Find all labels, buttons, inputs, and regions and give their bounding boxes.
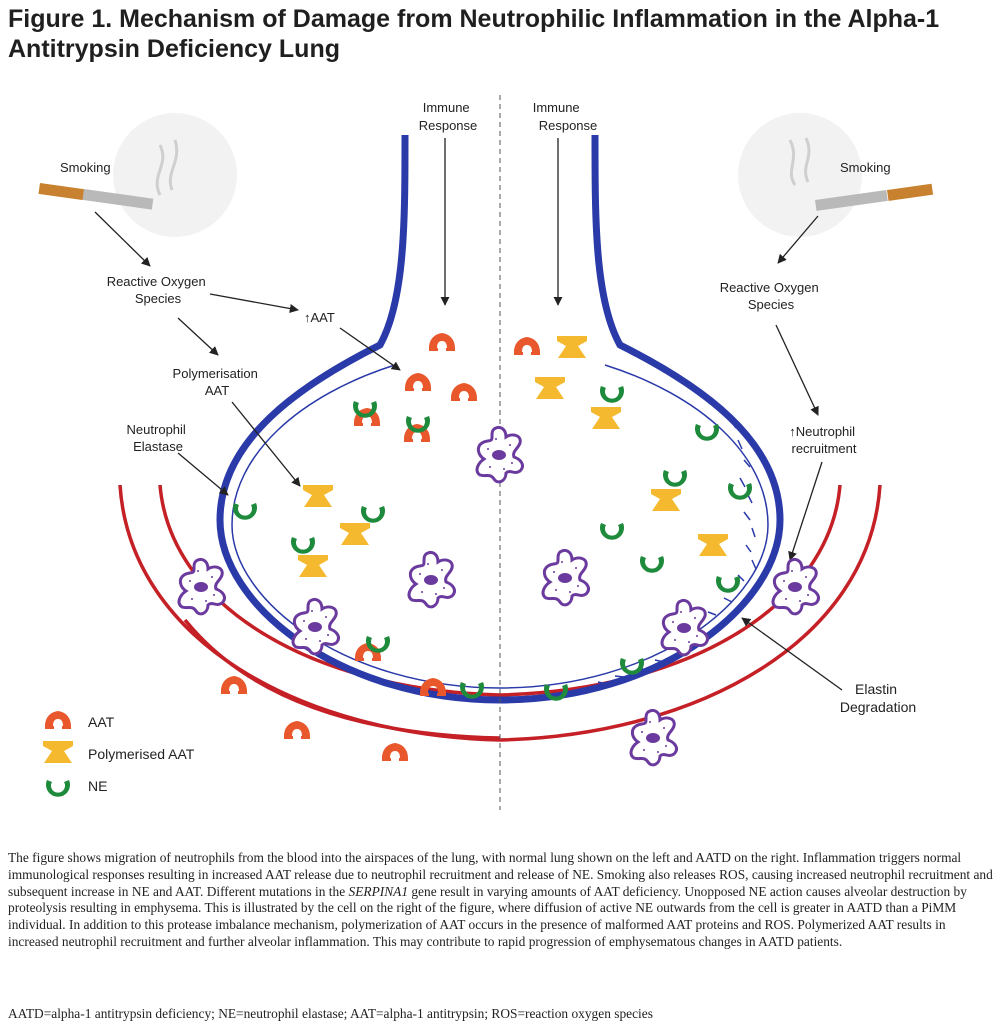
- aat-molecule: [284, 721, 310, 739]
- polymerised-aat: [591, 407, 621, 429]
- figure-title: Figure 1. Mechanism of Damage from Neutr…: [8, 5, 940, 63]
- ne-molecule: [291, 537, 315, 554]
- neutrophil: [407, 550, 456, 609]
- polymerised-aat: [298, 555, 328, 577]
- gene-name: SERPINA1: [348, 883, 409, 899]
- polymerised-aat: [557, 336, 587, 358]
- smoking-left-label: Smoking: [60, 160, 111, 175]
- ne-molecule: [716, 576, 740, 593]
- ne-molecule: [695, 424, 719, 441]
- aat-molecule: [405, 373, 431, 391]
- neutrophil: [177, 557, 226, 616]
- aat-molecule: [221, 676, 247, 694]
- polymerised-aat: [651, 489, 681, 511]
- immune-response-right-label: Immune Response: [533, 100, 598, 133]
- aat-molecule: [451, 383, 477, 401]
- polymerised-aat: [303, 485, 333, 507]
- smoking-right-label: Smoking: [840, 160, 891, 175]
- ne-icon: [46, 780, 70, 797]
- neutrophil: [291, 597, 340, 656]
- ne-molecule: [663, 470, 687, 487]
- elastin-degradation-label: Elastin Degradation: [840, 681, 916, 715]
- legend: AAT Polymerised AAT NE: [43, 711, 195, 797]
- neutrophils: [177, 425, 820, 767]
- neutrophil: [771, 557, 820, 616]
- ne-molecule: [600, 523, 624, 540]
- neutrophil-elastase-label: Neutrophil Elastase: [127, 422, 190, 454]
- aat-molecule: [429, 333, 455, 351]
- polymerisation-label: Polymerisation AAT: [173, 366, 262, 398]
- ne-molecule: [361, 506, 385, 523]
- neutrophil: [541, 548, 590, 607]
- figure-caption: The figure shows migration of neutrophil…: [8, 850, 993, 949]
- aat-increase-label: ↑AAT: [304, 310, 335, 325]
- smoke-haze-left: [113, 113, 237, 237]
- ne-molecule: [233, 503, 257, 520]
- neutrophil-recruitment-label: ↑Neutrophil recruitment: [789, 424, 858, 456]
- aat-molecule: [514, 337, 540, 355]
- cigarette-left: [38, 139, 179, 210]
- smoke-haze-right: [738, 113, 862, 237]
- aat-icon: [45, 711, 71, 729]
- ne-molecule: [600, 386, 624, 403]
- polymerised-aat: [340, 523, 370, 545]
- aatd-lung-diagram: Immune Response Immune Response Smoking …: [38, 95, 934, 810]
- legend-ne-label: NE: [88, 778, 107, 794]
- cigarette-right: [788, 137, 934, 211]
- neutrophil: [629, 708, 678, 767]
- ne-molecule: [640, 556, 664, 573]
- legend-aat-label: AAT: [88, 714, 115, 730]
- ros-right-label: Reactive Oxygen Species: [720, 280, 823, 312]
- polymerised-aat: [535, 377, 565, 399]
- aat-molecule: [382, 743, 408, 761]
- immune-response-left-label: Immune Response: [419, 100, 478, 133]
- neutrophil: [660, 598, 709, 657]
- arrows: [94, 138, 843, 691]
- neutrophil: [475, 425, 524, 484]
- polymerised-aat: [698, 534, 728, 556]
- ros-left-label: Reactive Oxygen Species: [107, 274, 210, 306]
- abbreviations: AATD=alpha-1 antitrypsin deficiency; NE=…: [8, 1006, 653, 1021]
- polymerised-aat-icon: [43, 741, 73, 763]
- legend-polymerised-aat-label: Polymerised AAT: [88, 746, 195, 762]
